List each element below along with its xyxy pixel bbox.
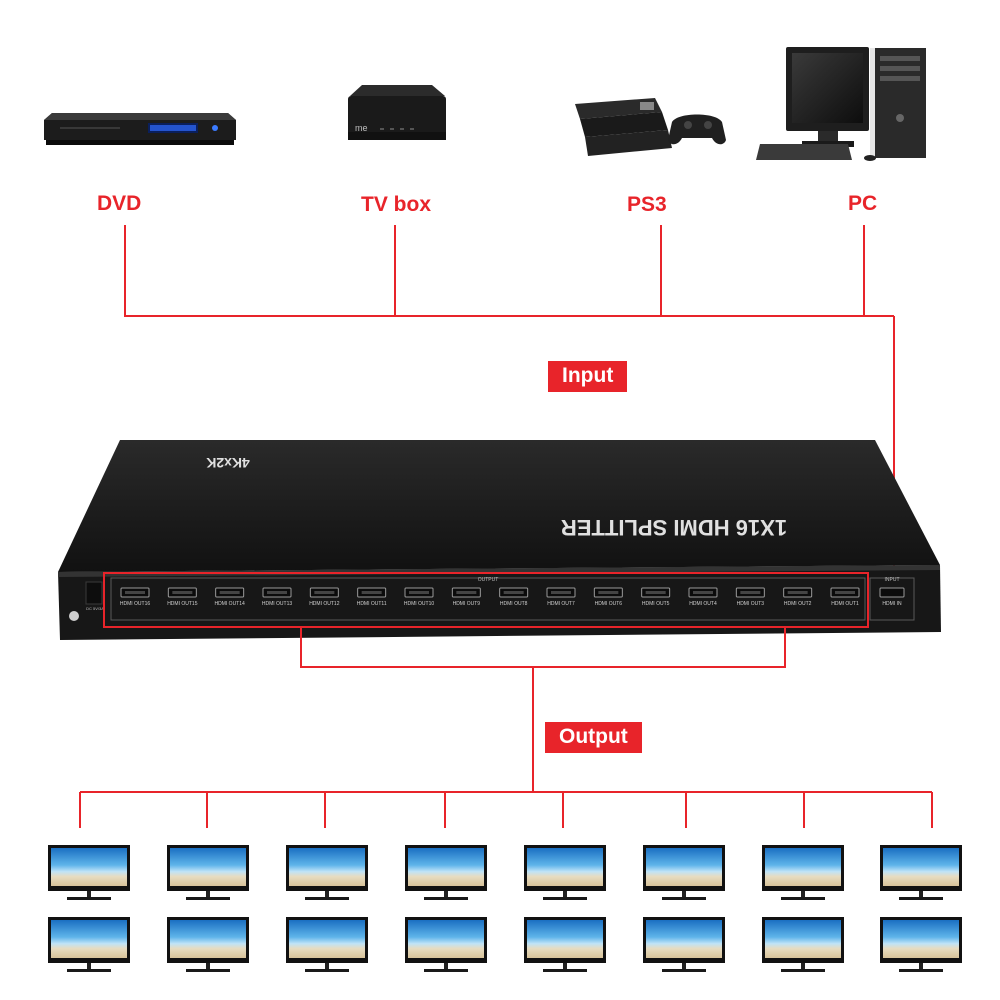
game-console-icon xyxy=(575,98,726,156)
monitor-icon xyxy=(762,845,844,900)
svg-text:me: me xyxy=(355,123,368,133)
monitor-icon xyxy=(405,845,487,900)
monitor-icon xyxy=(643,917,725,972)
hdmi-output-port-label: HDMI OUT15 xyxy=(167,601,198,607)
desktop-computer-icon xyxy=(756,47,926,161)
monitor-icon xyxy=(762,917,844,972)
hdmi-output-port-label: HDMI OUT7 xyxy=(547,601,575,607)
hdmi-output-port: HDMI OUT1 xyxy=(830,587,860,607)
hdmi-output-port: HDMI OUT10 xyxy=(404,587,435,607)
monitor-icon xyxy=(48,845,130,900)
hdmi-output-port-label: HDMI OUT2 xyxy=(784,601,812,607)
hdmi-output-port-label: HDMI OUT10 xyxy=(404,601,435,607)
hdmi-splitter-device: HDMI OUT16 HDMI OUT15 HDMI OUT14 HDMI OUT13… xyxy=(58,440,941,640)
hdmi-input-port xyxy=(879,587,905,598)
source-label-ps3: PS3 xyxy=(627,193,667,216)
display-array xyxy=(48,845,962,972)
hdmi-output-port-label: HDMI OUT8 xyxy=(500,601,528,607)
hdmi-output-port: HDMI OUT5 xyxy=(641,587,671,607)
output-section-label: OUTPUT xyxy=(478,577,499,583)
hdmi-output-port: HDMI OUT13 xyxy=(262,587,293,607)
hdmi-output-port: HDMI OUT2 xyxy=(783,587,813,607)
dvd-player-icon xyxy=(44,113,236,145)
input-port-label: HDMI IN xyxy=(882,601,902,607)
monitor-icon xyxy=(286,845,368,900)
hdmi-output-port: HDMI OUT8 xyxy=(499,587,529,607)
hdmi-output-ports: HDMI OUT16 HDMI OUT15 HDMI OUT14 HDMI OUT13… xyxy=(120,587,860,607)
source-label-tv-box: TV box xyxy=(361,193,432,216)
monitor-icon xyxy=(880,845,962,900)
device-model-text: 1X16 HDMI SPLITTER xyxy=(561,515,787,540)
hdmi-output-port-label: HDMI OUT14 xyxy=(215,601,246,607)
hdmi-output-port-label: HDMI OUT3 xyxy=(737,601,765,607)
hdmi-output-port: HDMI OUT9 xyxy=(451,587,481,607)
hdmi-output-port-label: HDMI OUT9 xyxy=(453,601,481,607)
output-highlight-box xyxy=(103,572,869,628)
monitor-icon xyxy=(167,917,249,972)
input-section-label: INPUT xyxy=(885,577,900,583)
device-resolution-text: 4Kx2K xyxy=(206,455,250,471)
monitor-icon xyxy=(643,845,725,900)
monitor-icon xyxy=(167,845,249,900)
tv-box-icon: me xyxy=(348,85,446,140)
source-label-pc: PC xyxy=(848,192,878,215)
hdmi-output-port-label: HDMI OUT1 xyxy=(831,601,859,607)
hdmi-output-port-label: HDMI OUT4 xyxy=(689,601,717,607)
monitor-icon xyxy=(48,917,130,972)
power-port-label: DC 5V/3A xyxy=(86,606,104,611)
hdmi-output-port: HDMI OUT15 xyxy=(167,587,198,607)
hdmi-output-port: HDMI OUT12 xyxy=(309,587,340,607)
output-wiring xyxy=(79,627,933,828)
hdmi-output-port-label: HDMI OUT16 xyxy=(120,601,151,607)
hdmi-output-port-label: HDMI OUT13 xyxy=(262,601,293,607)
input-badge: Input xyxy=(548,361,628,392)
monitor-icon xyxy=(880,917,962,972)
source-label-dvd: DVD xyxy=(97,192,142,215)
monitor-icon xyxy=(524,917,606,972)
monitor-icon xyxy=(405,917,487,972)
hdmi-output-port-label: HDMI OUT12 xyxy=(309,601,340,607)
hdmi-output-port-label: HDMI OUT5 xyxy=(642,601,670,607)
hdmi-output-port: HDMI OUT3 xyxy=(735,587,765,607)
monitor-icon xyxy=(524,845,606,900)
hdmi-output-port-label: HDMI OUT6 xyxy=(595,601,623,607)
hdmi-output-port: HDMI OUT14 xyxy=(215,587,246,607)
hdmi-output-port-label: HDMI OUT11 xyxy=(357,601,387,607)
hdmi-output-port: HDMI OUT16 xyxy=(120,587,151,607)
hdmi-output-port: HDMI OUT7 xyxy=(546,587,576,607)
hdmi-output-port: HDMI OUT4 xyxy=(688,587,718,607)
hdmi-output-port: HDMI OUT11 xyxy=(357,587,387,607)
output-badge: Output xyxy=(545,722,642,753)
monitor-icon xyxy=(286,917,368,972)
hdmi-output-port: HDMI OUT6 xyxy=(593,587,623,607)
